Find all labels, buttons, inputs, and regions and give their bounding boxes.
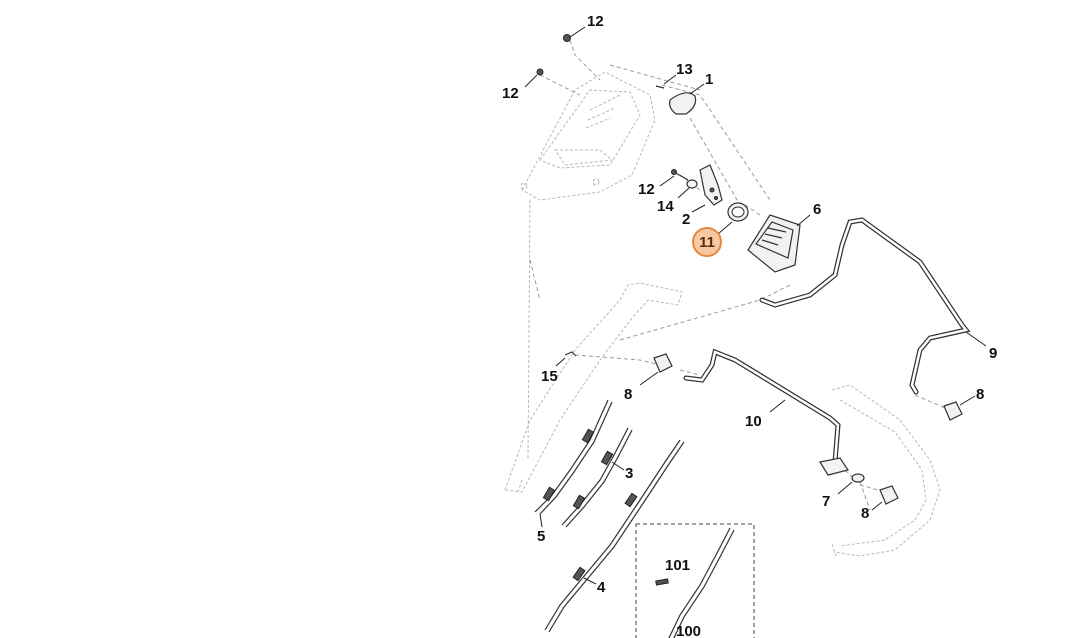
callout-8-right[interactable]: 8 — [976, 386, 984, 403]
cable-5[interactable] — [534, 399, 613, 528]
screw-12-mid[interactable] — [659, 169, 689, 187]
callout-5[interactable]: 5 — [537, 528, 545, 545]
bushing-8-bottom[interactable] — [871, 485, 899, 511]
callout-4[interactable]: 4 — [597, 579, 606, 596]
clip-15[interactable] — [555, 351, 577, 367]
lower-frame-outline — [831, 384, 941, 557]
callout-13[interactable]: 13 — [676, 61, 693, 78]
bushing-7[interactable] — [837, 473, 865, 495]
bushing-8-right[interactable] — [943, 395, 976, 421]
callout-3[interactable]: 3 — [625, 465, 633, 482]
callout-15[interactable]: 15 — [541, 368, 558, 385]
control-rod-10[interactable] — [683, 348, 849, 476]
console-housing-outline — [520, 71, 656, 201]
callout-9[interactable]: 9 — [989, 345, 997, 362]
lever-plate-2[interactable] — [691, 164, 723, 213]
callout-7[interactable]: 7 — [822, 493, 830, 510]
callout-8-bottom[interactable]: 8 — [861, 505, 869, 522]
handle-bar-outline — [504, 199, 683, 493]
kit-box-100[interactable] — [635, 523, 755, 638]
cable-4[interactable] — [544, 439, 685, 633]
switch-box-6[interactable] — [747, 214, 811, 273]
callout-101[interactable]: 101 — [665, 557, 690, 574]
callout-labels: 12 12 13 1 12 14 2 11 6 9 15 8 10 8 3 7 … — [502, 13, 997, 638]
callout-12-mid[interactable]: 12 — [638, 181, 655, 198]
bushing-8-left[interactable] — [639, 353, 673, 386]
callout-1[interactable]: 1 — [705, 71, 713, 88]
callout-100[interactable]: 100 — [676, 623, 701, 638]
callout-8-left[interactable]: 8 — [624, 386, 632, 403]
assembly-guide-lines — [529, 39, 946, 511]
svg-text:11: 11 — [699, 234, 715, 251]
cable-3[interactable] — [561, 427, 633, 528]
ring-11[interactable] — [717, 202, 749, 235]
callout-14[interactable]: 14 — [657, 198, 674, 215]
bail-rod-9[interactable] — [759, 217, 987, 395]
callout-10[interactable]: 10 — [745, 413, 762, 430]
callout-12-left[interactable]: 12 — [502, 85, 519, 102]
washer-14[interactable] — [677, 179, 698, 199]
pin-13[interactable] — [655, 74, 677, 89]
callout-2[interactable]: 2 — [682, 211, 690, 228]
callout-6[interactable]: 6 — [813, 201, 821, 218]
callout-12-top[interactable]: 12 — [587, 13, 604, 30]
knob-1[interactable] — [669, 83, 705, 115]
screw-12-top[interactable] — [563, 26, 586, 42]
screw-12-left[interactable] — [524, 68, 544, 88]
callout-11-highlight[interactable]: 11 — [692, 227, 722, 257]
